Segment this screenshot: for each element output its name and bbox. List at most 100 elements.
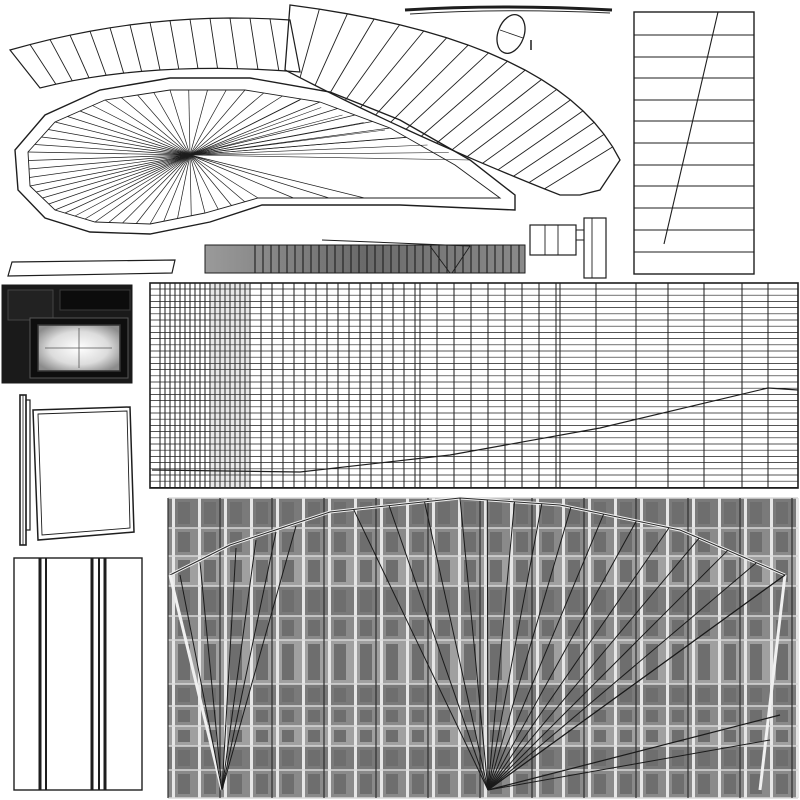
long-leaf-island	[284, 4, 621, 196]
window-pane	[334, 560, 346, 582]
window-pane	[776, 644, 788, 680]
window-pane	[698, 774, 710, 794]
window-pane	[308, 590, 320, 612]
window-pane	[646, 688, 658, 702]
edge	[487, 574, 786, 791]
window-pane	[750, 710, 762, 722]
window-pane	[750, 730, 762, 742]
window-pane	[776, 688, 788, 702]
window-pane	[256, 774, 268, 794]
window-pane	[308, 502, 320, 524]
edge	[135, 154, 191, 224]
window-pane	[386, 688, 398, 702]
big-grid-island	[149, 282, 799, 489]
edge	[487, 714, 781, 791]
window-pane	[360, 560, 372, 582]
window-pane	[698, 750, 710, 766]
window-pane	[282, 688, 294, 702]
window-pane	[464, 710, 476, 722]
window-pane	[516, 688, 528, 702]
window-pane	[724, 730, 736, 742]
mullion	[198, 498, 201, 798]
small-oval-island	[496, 14, 526, 54]
window-pane	[672, 560, 684, 582]
window-pane	[464, 750, 476, 766]
edge	[74, 154, 191, 217]
rect	[13, 557, 143, 791]
window-pane	[308, 560, 320, 582]
window-pane	[386, 750, 398, 766]
window-pane	[308, 532, 320, 552]
window-pane	[282, 590, 294, 612]
window-pane	[412, 644, 424, 680]
window-pane	[178, 750, 190, 766]
edge	[179, 574, 223, 791]
window-pane	[750, 502, 762, 524]
window-pane	[750, 532, 762, 552]
edge	[188, 89, 191, 156]
edge	[54, 121, 191, 156]
window-pane	[282, 532, 294, 552]
rect	[149, 282, 799, 489]
edge	[487, 501, 516, 791]
window-pane	[724, 590, 736, 612]
window-pane	[672, 532, 684, 552]
window-pane	[360, 730, 372, 742]
edge	[390, 44, 469, 123]
window-pane	[438, 502, 450, 524]
edge	[487, 520, 637, 791]
window-pane	[308, 644, 320, 680]
window-pane	[750, 620, 762, 636]
window-pane	[412, 730, 424, 742]
edge	[189, 114, 343, 156]
mullion	[432, 498, 435, 798]
edge	[189, 19, 199, 69]
top-strip-fan-island	[8, 17, 301, 89]
window-pane	[464, 644, 476, 680]
edge	[189, 95, 283, 156]
window-pane	[620, 532, 632, 552]
window-pane	[386, 532, 398, 552]
window-pane	[750, 644, 762, 680]
edge	[482, 99, 571, 164]
window-pane	[178, 774, 190, 794]
small-bracket-island	[529, 217, 607, 279]
window-pane	[542, 620, 554, 636]
edge	[189, 89, 227, 156]
window-pane	[334, 774, 346, 794]
window-pane	[672, 502, 684, 524]
edge	[513, 121, 595, 177]
mullion	[276, 498, 279, 798]
window-pane	[646, 560, 658, 582]
edge	[189, 154, 219, 210]
edge	[189, 122, 364, 156]
shading	[210, 283, 250, 488]
edge	[34, 144, 191, 156]
edge	[189, 89, 246, 156]
edge	[153, 92, 191, 156]
frame-rect-island	[32, 406, 135, 541]
edge	[487, 550, 729, 791]
window-pane	[542, 750, 554, 766]
edge	[189, 154, 471, 161]
edge	[486, 499, 489, 791]
window-pane	[568, 750, 580, 766]
window-pane	[698, 730, 710, 742]
dark-panel-island	[1, 284, 133, 384]
window-pane	[620, 644, 632, 680]
edge	[314, 13, 348, 86]
mullion	[484, 498, 487, 798]
window-pane	[178, 532, 190, 552]
window-pane	[568, 590, 580, 612]
window-pane	[516, 644, 528, 680]
mullion	[796, 498, 799, 798]
oval	[496, 14, 526, 54]
window-pane	[646, 710, 658, 722]
edge	[388, 505, 489, 791]
edge	[189, 107, 322, 156]
edge	[189, 108, 338, 156]
window-pane	[204, 688, 216, 702]
window-pane	[542, 710, 554, 722]
window-pane	[490, 532, 502, 552]
window-pane	[282, 710, 294, 722]
